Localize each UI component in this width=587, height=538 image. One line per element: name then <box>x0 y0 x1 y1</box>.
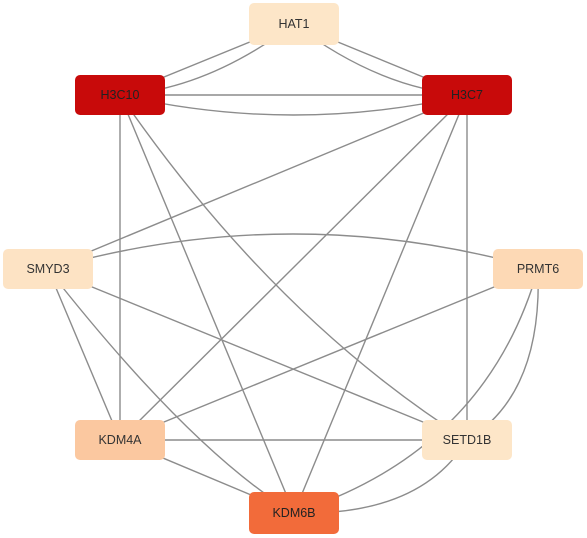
edge-smyd3-kdm4a <box>47 268 121 441</box>
node-hat1[interactable]: HAT1 <box>249 3 339 45</box>
edge-h3c10-h3c7 <box>119 94 468 116</box>
node-label-prmt6: PRMT6 <box>517 262 559 276</box>
node-label-kdm4a: KDM4A <box>98 433 142 447</box>
node-box-prmt6 <box>493 249 583 289</box>
node-box-setd1b <box>422 420 512 460</box>
node-label-smyd3: SMYD3 <box>26 262 69 276</box>
edge-smyd3-prmt6 <box>47 233 539 270</box>
edge-h3c7-smyd3 <box>47 94 468 270</box>
node-label-h3c7: H3C7 <box>451 88 483 102</box>
node-box-kdm4a <box>75 420 165 460</box>
node-prmt6[interactable]: PRMT6 <box>493 249 583 289</box>
node-label-kdm6b: KDM6B <box>272 506 315 520</box>
node-box-h3c7 <box>422 75 512 115</box>
edges-layer <box>47 23 539 514</box>
node-box-hat1 <box>249 3 339 45</box>
node-label-hat1: HAT1 <box>278 17 309 31</box>
node-h3c10[interactable]: H3C10 <box>75 75 165 115</box>
edge-h3c10-setd1b <box>119 94 468 441</box>
node-kdm6b[interactable]: KDM6B <box>249 492 339 534</box>
node-label-h3c10: H3C10 <box>101 88 140 102</box>
node-kdm4a[interactable]: KDM4A <box>75 420 165 460</box>
node-h3c7[interactable]: H3C7 <box>422 75 512 115</box>
edge-smyd3-setd1b <box>47 268 468 441</box>
node-smyd3[interactable]: SMYD3 <box>3 249 93 289</box>
edge-smyd3-kdm6b <box>47 268 295 514</box>
edge-prmt6-kdm4a <box>119 268 539 441</box>
node-box-smyd3 <box>3 249 93 289</box>
edge-h3c7-kdm4a <box>119 94 468 441</box>
edge-h3c7-kdm6b <box>293 94 468 514</box>
node-setd1b[interactable]: SETD1B <box>422 420 512 460</box>
edge-h3c10-kdm6b <box>119 94 295 514</box>
edge-prmt6-kdm6b <box>293 268 539 514</box>
node-label-setd1b: SETD1B <box>443 433 492 447</box>
node-box-kdm6b <box>249 492 339 534</box>
node-box-h3c10 <box>75 75 165 115</box>
